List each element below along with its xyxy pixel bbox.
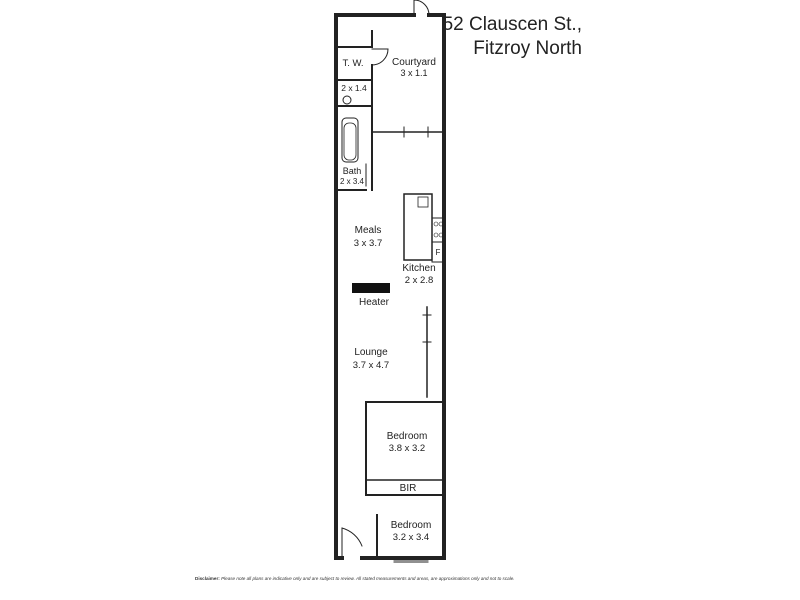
kitchen-dims: 2 x 2.8 xyxy=(405,275,434,286)
fridge-box xyxy=(431,241,445,263)
address-line-1: 52 Clauscen St., xyxy=(442,14,582,35)
bath-name: Bath xyxy=(343,166,362,176)
bir-label: BIR xyxy=(400,483,417,494)
fridge-label: F xyxy=(436,248,441,257)
heater-label: Heater xyxy=(359,297,390,308)
meals-dims: 3 x 3.7 xyxy=(354,238,383,249)
stove-burner-4 xyxy=(438,232,444,238)
courtyard-dims: 3 x 1.1 xyxy=(400,68,427,78)
basin xyxy=(342,95,352,105)
bath-dims: 2 x 3.4 xyxy=(340,177,365,186)
heater-unit xyxy=(352,283,390,293)
courtyard-name: Courtyard xyxy=(392,57,436,68)
kitchen-name: Kitchen xyxy=(402,263,435,274)
bedroom2-name: Bedroom xyxy=(391,520,432,531)
kitchen-sink xyxy=(417,196,429,208)
disclaimer-label: Disclaimer: xyxy=(195,576,220,581)
lounge-dims: 3.7 x 4.7 xyxy=(353,360,389,371)
stove-burner-3 xyxy=(433,232,439,238)
bedroom2-dims: 3.2 x 3.4 xyxy=(393,532,429,543)
meals-name: Meals xyxy=(355,225,382,236)
bathtub xyxy=(341,117,359,163)
small-room-dims: 2 x 1.4 xyxy=(341,83,367,93)
tw-name: T. W. xyxy=(342,58,363,69)
stove-burner-2 xyxy=(438,221,444,227)
disclaimer: Disclaimer: Please note all plans are in… xyxy=(195,576,595,581)
bedroom1-name: Bedroom xyxy=(387,431,428,442)
stove-burner-1 xyxy=(433,221,439,227)
bedroom1-dims: 3.8 x 3.2 xyxy=(389,443,425,454)
entry-door-swing-top xyxy=(413,0,430,16)
wc-door-swing xyxy=(371,48,389,66)
bathtub-inner xyxy=(343,122,357,161)
entry-door-swing-bottom xyxy=(341,527,363,559)
address-line-2: Fitzroy North xyxy=(473,38,582,59)
lounge-name: Lounge xyxy=(354,347,388,358)
disclaimer-text: Please note all plans are indicative onl… xyxy=(221,576,515,581)
